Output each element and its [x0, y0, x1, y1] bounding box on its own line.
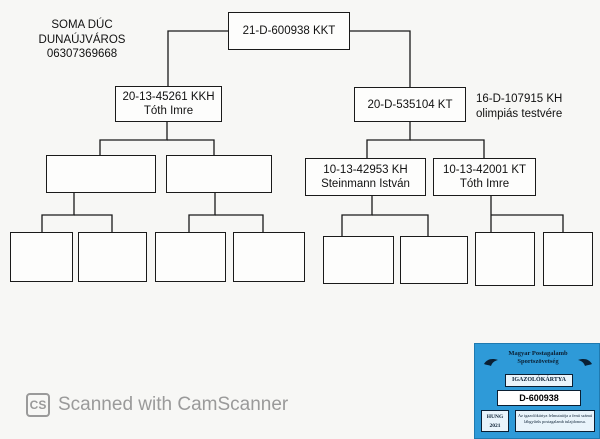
- dam-sire-id: 10-13-42953 KH: [323, 164, 408, 176]
- card-country: HUNG: [486, 414, 504, 420]
- empty-ancestor-box: [543, 232, 593, 286]
- sire-box: 20-13-45261 KKH Tóth Imre: [115, 86, 222, 122]
- dam-dam-id: 10-13-42001 KT: [442, 164, 527, 176]
- sire-breeder: Tóth Imre: [143, 105, 194, 117]
- owner-name: SOMA DÚC: [51, 19, 113, 31]
- pigeon-id-card: Magyar Postagalamb Sportszövetség IGAZOL…: [474, 343, 600, 439]
- scanner-watermark: CS Scanned with CamScanner: [26, 392, 288, 418]
- owner-info: SOMA DÚC DUNAÚJVÁROS 06307369668: [32, 18, 132, 62]
- dam-dam-box: 10-13-42001 KT Tóth Imre: [433, 158, 536, 196]
- sire-sire-box: [46, 155, 156, 193]
- pigeon-emblem-icon: [484, 359, 498, 366]
- root-pigeon-box: 21-D-600938 KKT: [228, 12, 350, 50]
- dam-id: 20-D-535104 KT: [367, 98, 453, 111]
- empty-ancestor-box: [400, 236, 468, 284]
- dam-sire-box: 10-13-42953 KH Steinmann István: [305, 158, 426, 196]
- dam-sibling-desc: olimpiás testvére: [476, 107, 563, 120]
- card-ring-number: D-600938: [497, 390, 581, 406]
- empty-ancestor-box: [323, 236, 394, 284]
- dam-dam-breeder: Tóth Imre: [459, 178, 510, 190]
- camscanner-logo-icon: CS: [26, 393, 50, 417]
- dam-sire-breeder: Steinmann István: [321, 178, 410, 190]
- dam-box: 20-D-535104 KT: [354, 87, 466, 122]
- root-pigeon-id: 21-D-600938 KKT: [242, 25, 336, 37]
- dam-sibling-id: 16-D-107915 KH: [476, 93, 563, 105]
- dam-sibling-note: 16-D-107915 KH olimpiás testvére: [476, 92, 562, 121]
- owner-phone: 06307369668: [46, 48, 118, 60]
- empty-ancestor-box: [155, 232, 226, 282]
- empty-ancestor-box: [233, 232, 305, 282]
- owner-city: DUNAÚJVÁROS: [38, 33, 126, 46]
- card-country-year: HUNG 2021: [481, 410, 509, 432]
- sire-dam-box: [166, 155, 272, 193]
- watermark-text: Scanned with CamScanner: [58, 394, 289, 415]
- empty-ancestor-box: [475, 232, 535, 286]
- empty-ancestor-box: [10, 232, 73, 282]
- card-year: 2021: [489, 423, 501, 429]
- pigeon-emblem-icon: [578, 359, 592, 366]
- card-org-line2: Sportszövetség: [517, 358, 559, 365]
- empty-ancestor-box: [78, 232, 147, 282]
- card-organization: Magyar Postagalamb Sportszövetség: [497, 350, 579, 366]
- sire-id: 20-13-45261 KKH: [122, 91, 215, 103]
- card-org-line1: Magyar Postagalamb: [508, 350, 568, 357]
- card-note: Az igazolókártya felmutatója a fenti szá…: [515, 410, 595, 432]
- card-title: IGAZOLÓKÁRTYA: [505, 374, 573, 387]
